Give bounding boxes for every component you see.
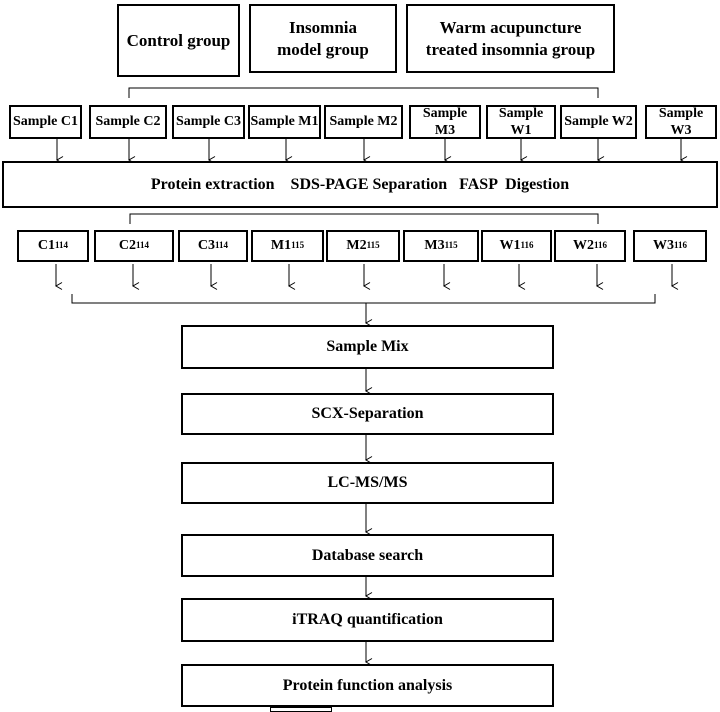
label-tag: 116 xyxy=(520,240,534,251)
sample-box-c1: Sample C1 xyxy=(9,105,82,139)
label-tag: 115 xyxy=(444,240,458,251)
label-name: M2 xyxy=(346,238,367,254)
label-tag: 114 xyxy=(215,240,229,251)
sample-box-m1: Sample M1 xyxy=(248,105,321,139)
sample-box-c2: Sample C2 xyxy=(89,105,167,139)
label-name: C3 xyxy=(197,238,216,254)
label-name: W2 xyxy=(572,238,594,254)
insomnia-model-group-box: Insomnia model group xyxy=(249,4,397,73)
step-protein-function-analysis: Protein function analysis xyxy=(181,664,554,707)
sample-label: Sample W1 xyxy=(498,105,544,139)
step-label: Sample Mix xyxy=(326,338,409,355)
step-label: iTRAQ quantification xyxy=(292,611,443,628)
sample-box-m2: Sample M2 xyxy=(324,105,403,139)
sample-label: Sample C1 xyxy=(13,114,78,130)
step-sample-mix: Sample Mix xyxy=(181,325,554,369)
sample-label: Sample M2 xyxy=(329,114,398,130)
processing-box: Protein extraction SDS-PAGE Separation F… xyxy=(2,161,718,208)
sample-label: Sample C3 xyxy=(176,114,241,130)
sample-label: Sample M3 xyxy=(422,105,468,139)
processing-label: Protein extraction SDS-PAGE Separation F… xyxy=(150,175,570,193)
label-tag: 115 xyxy=(366,240,380,251)
warm-acupuncture-group-box: Warm acupuncture treated insomnia group xyxy=(406,4,615,73)
sample-label: Sample W2 xyxy=(564,114,633,130)
sample-label: Sample M1 xyxy=(250,114,319,130)
step-label: LC-MS/MS xyxy=(327,474,408,491)
step-database-search: Database search xyxy=(181,534,554,577)
label-tag: 116 xyxy=(673,240,687,251)
label-name: M1 xyxy=(270,238,292,254)
warm-acupuncture-group-label: Warm acupuncture treated insomnia group xyxy=(425,18,596,59)
step-itraq-quantification: iTRAQ quantification xyxy=(181,598,554,642)
label-name: C2 xyxy=(118,238,137,254)
sample-label: Sample W3 xyxy=(658,105,704,139)
label-tag: 114 xyxy=(136,240,150,251)
sample-box-c3: Sample C3 xyxy=(172,105,245,139)
step-label: Protein function analysis xyxy=(282,676,453,694)
sample-box-w2: Sample W2 xyxy=(560,105,637,139)
step-scx-separation: SCX-Separation xyxy=(181,393,554,435)
step-label: SCX-Separation xyxy=(311,405,424,422)
sample-box-w3: Sample W3 xyxy=(645,105,717,139)
label-tag: 114 xyxy=(55,240,69,251)
label-tag: 116 xyxy=(593,240,607,251)
bottom-marker xyxy=(270,707,332,712)
label-name: C1 xyxy=(37,238,56,254)
label-name: W1 xyxy=(499,238,521,254)
label-tag: 115 xyxy=(291,240,305,251)
label-name: M3 xyxy=(424,238,445,254)
sample-box-m3: Sample M3 xyxy=(409,105,481,139)
label-name: W3 xyxy=(652,238,674,254)
step-label: Database search xyxy=(311,546,424,564)
insomnia-model-group-label: Insomnia model group xyxy=(277,18,369,59)
control-group-label: Control group xyxy=(126,30,231,50)
sample-label: Sample C2 xyxy=(95,114,161,130)
control-group-box: Control group xyxy=(117,4,240,77)
sample-box-w1: Sample W1 xyxy=(486,105,556,139)
step-lc-ms-ms: LC-MS/MS xyxy=(181,462,554,504)
